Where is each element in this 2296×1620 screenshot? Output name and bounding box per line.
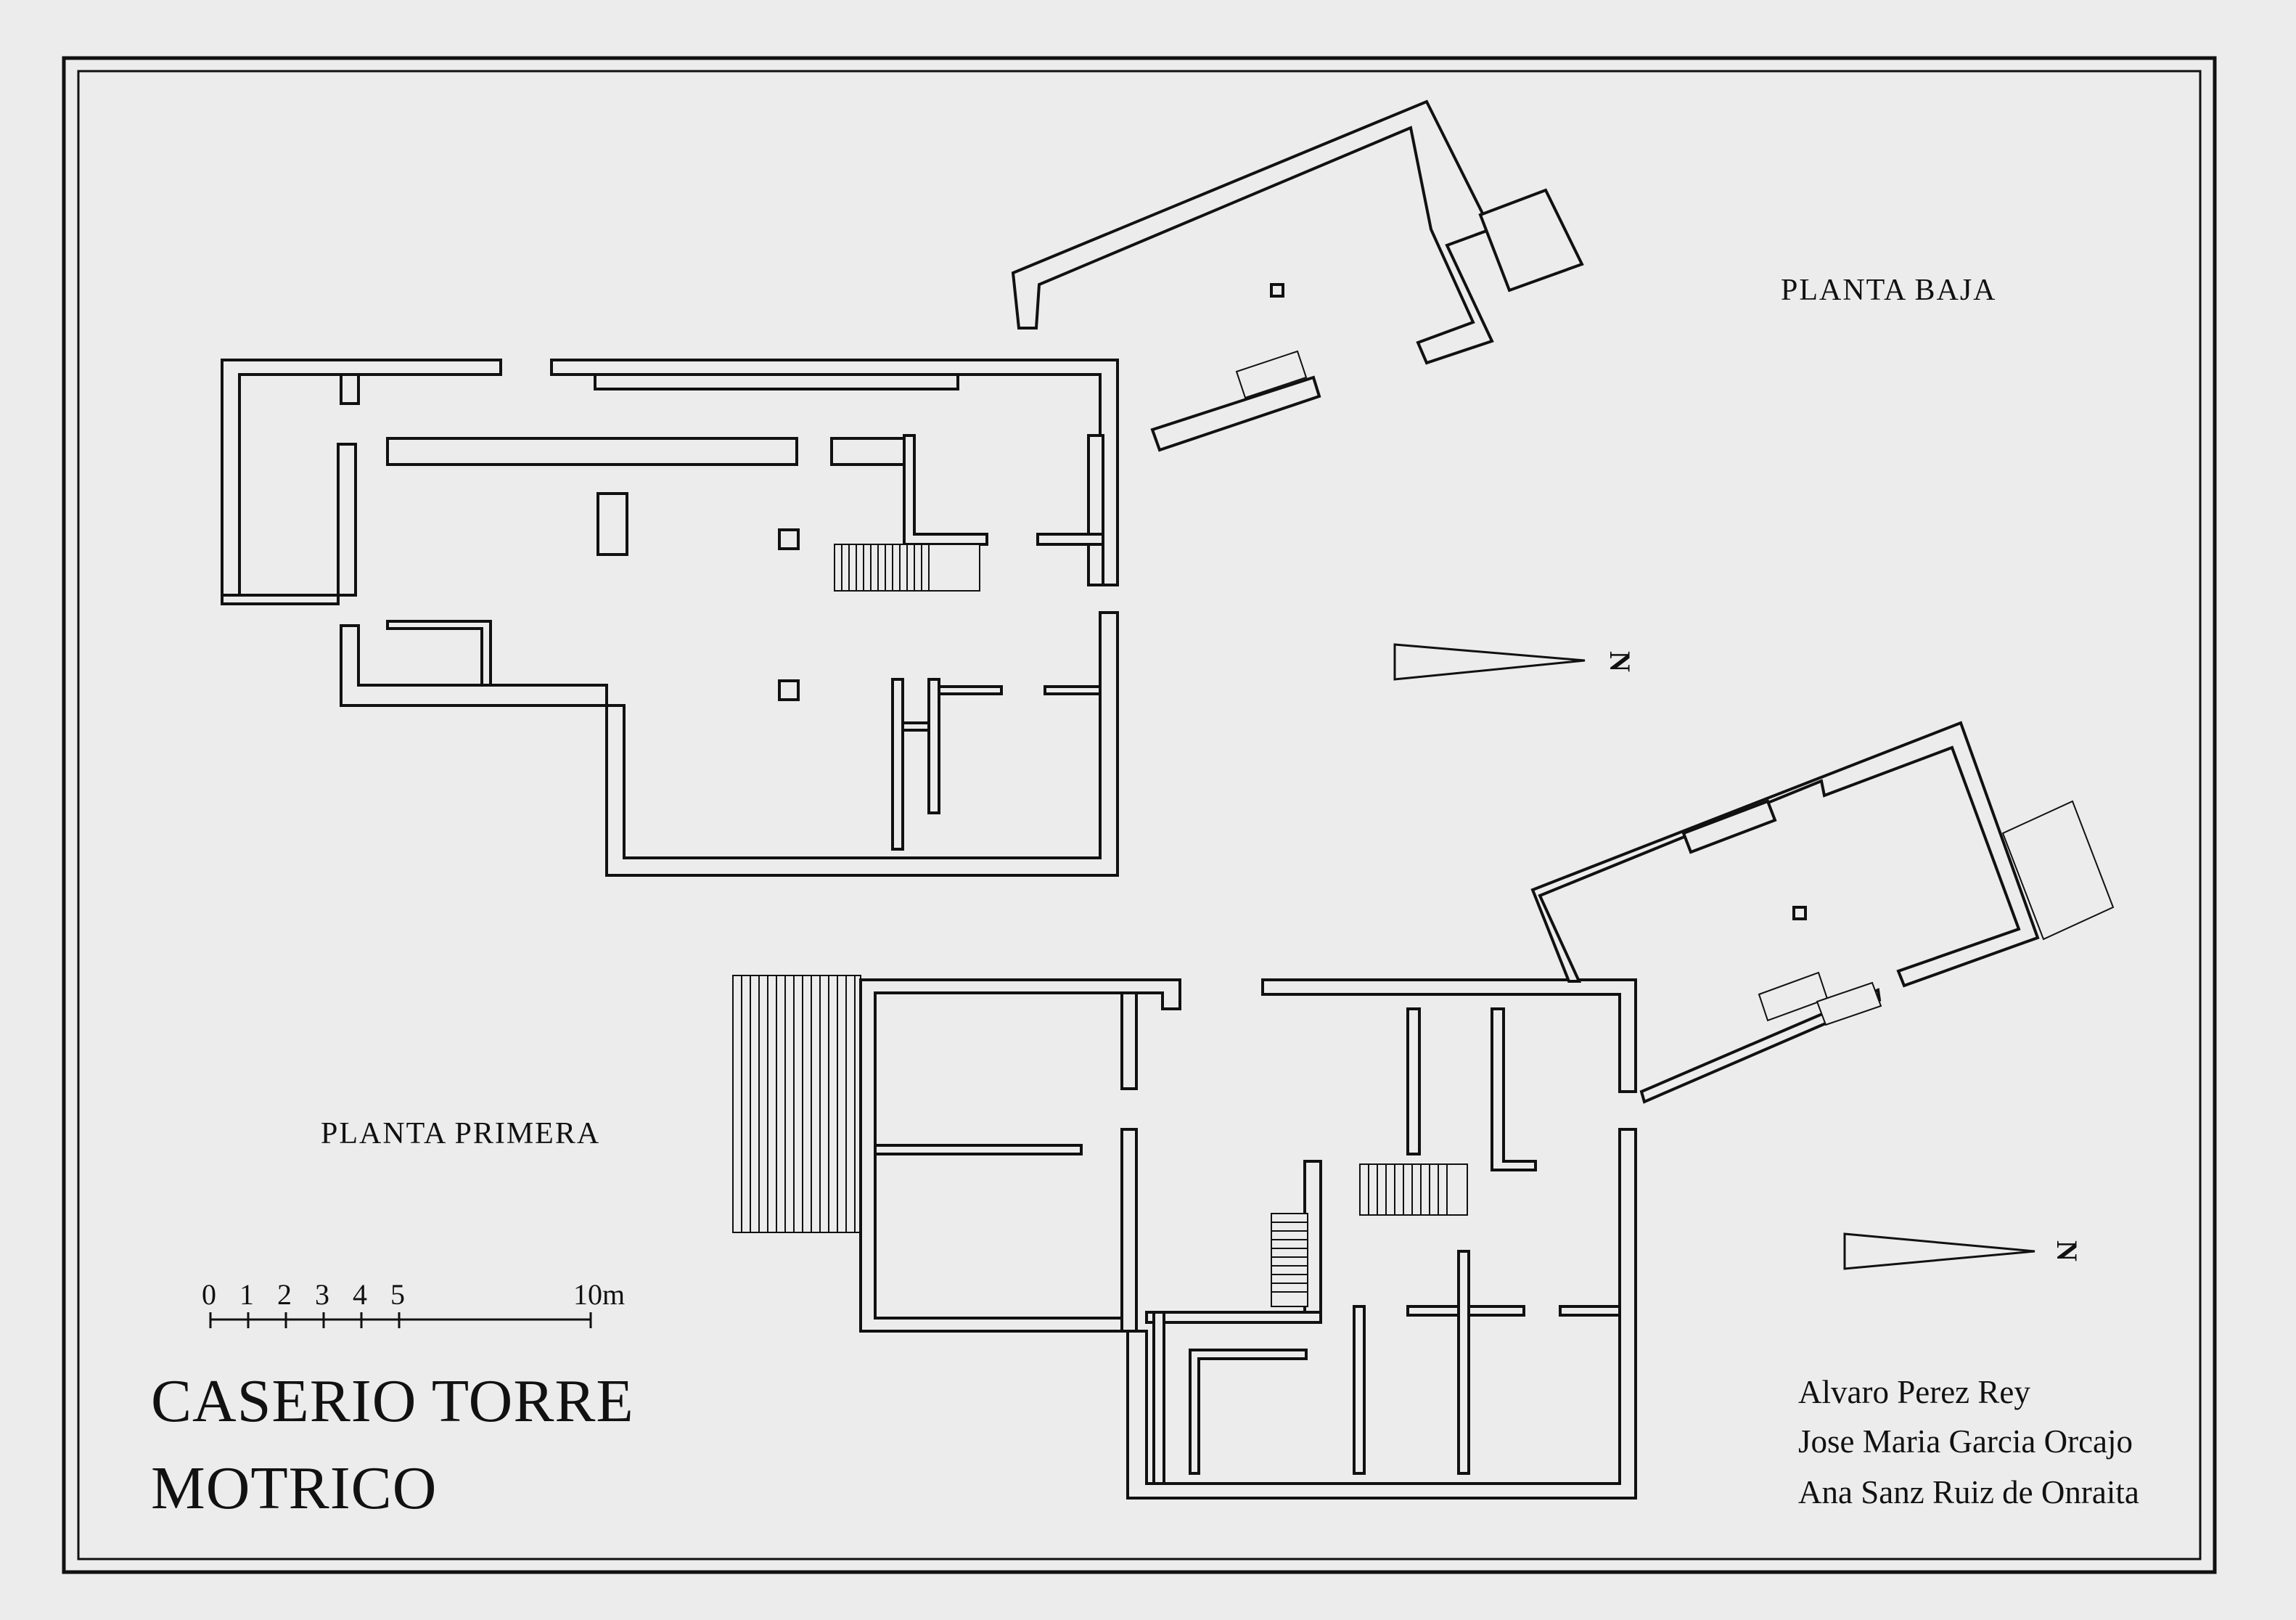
- wall-segment: [859, 978, 1181, 1333]
- north-label-first: N: [2050, 1240, 2083, 1261]
- annex-staircase: [1758, 971, 1882, 1026]
- scale-tick-3: 3: [315, 1278, 329, 1311]
- partition-wall: [830, 437, 909, 466]
- annex-wall: [1530, 721, 2040, 988]
- frame-inner: [77, 70, 2202, 1560]
- first-floor-plan: [732, 721, 2115, 1500]
- wall-segment: [340, 373, 360, 405]
- wall-segment: [605, 611, 1119, 877]
- wall-segment: [927, 678, 940, 814]
- wall-segment: [594, 373, 959, 390]
- wall-segment: [1189, 1349, 1308, 1475]
- scale-tick-4: 4: [353, 1278, 367, 1311]
- wall-segment: [1353, 1305, 1366, 1475]
- pillar: [1792, 906, 1807, 920]
- scale-tick-2: 2: [277, 1278, 292, 1311]
- wall-segment: [874, 1144, 1083, 1155]
- wall-segment: [1152, 1311, 1165, 1485]
- wall-segment: [938, 685, 1003, 695]
- wall-segment: [1559, 1305, 1621, 1317]
- wall-segment: [1406, 1007, 1421, 1155]
- wall-segment: [1087, 543, 1104, 586]
- frame-outer: [62, 56, 2217, 1574]
- wall-segment: [1126, 1128, 1637, 1500]
- north-arrow-first: [1843, 1232, 2035, 1270]
- drawing-title-line2: MOTRICO: [151, 1455, 438, 1522]
- wall-segment: [221, 594, 340, 605]
- ground-floor-label: PLANTA BAJA: [1781, 274, 1997, 307]
- wall-segment: [1087, 434, 1104, 536]
- wall-segment: [901, 721, 930, 732]
- staircase: [834, 544, 980, 592]
- partition-wall: [386, 437, 798, 466]
- ramp-hatching: [732, 975, 861, 1233]
- wall-segment: [221, 359, 502, 605]
- wall-segment: [1044, 685, 1102, 695]
- ground-floor-plan: [221, 99, 1584, 877]
- wall-segment: [340, 624, 608, 707]
- pillar: [596, 492, 628, 556]
- staircase: [1359, 1163, 1468, 1216]
- north-label-ground: N: [1603, 651, 1636, 672]
- wall-segment: [1120, 1128, 1138, 1333]
- annex-wall: [1150, 375, 1321, 452]
- wall-segment: [1457, 1250, 1470, 1475]
- author-name: Ana Sanz Ruiz de Onraita: [1798, 1474, 2139, 1510]
- wall-segment: [1491, 1007, 1537, 1171]
- author-name: Jose Maria Garcia Orcajo: [1798, 1423, 2133, 1460]
- wall-segment: [1145, 1311, 1322, 1324]
- scale-end-label: 10m: [573, 1278, 626, 1311]
- wall-segment: [1120, 991, 1138, 1090]
- wall-segment: [1261, 978, 1637, 1093]
- pillar: [778, 679, 800, 701]
- annex-ramp: [2001, 800, 2115, 941]
- annex-wall: [1011, 99, 1494, 365]
- annex-staircase: [1235, 350, 1308, 399]
- wall-segment: [891, 678, 904, 851]
- scale-tick-0: 0: [202, 1278, 216, 1311]
- wall-segment: [1036, 533, 1104, 546]
- pillar: [1270, 283, 1284, 298]
- wall-segment: [903, 434, 988, 546]
- north-arrow-ground: [1393, 643, 1586, 681]
- scale-tick-5: 5: [390, 1278, 405, 1311]
- annex-wall: [1478, 188, 1584, 292]
- author-name: Alvaro Perez Rey: [1798, 1374, 2030, 1410]
- first-floor-label: PLANTA PRIMERA: [321, 1117, 601, 1150]
- scale-tick-1: 1: [239, 1278, 254, 1311]
- annex-wall: [1681, 799, 1777, 854]
- drawing-title-line1: CASERIO TORRE: [151, 1367, 634, 1435]
- staircase: [1271, 1213, 1308, 1307]
- wall-segment: [386, 620, 492, 687]
- pillar: [778, 528, 800, 550]
- scale-bar: [209, 1312, 592, 1328]
- wall-segment: [337, 443, 357, 597]
